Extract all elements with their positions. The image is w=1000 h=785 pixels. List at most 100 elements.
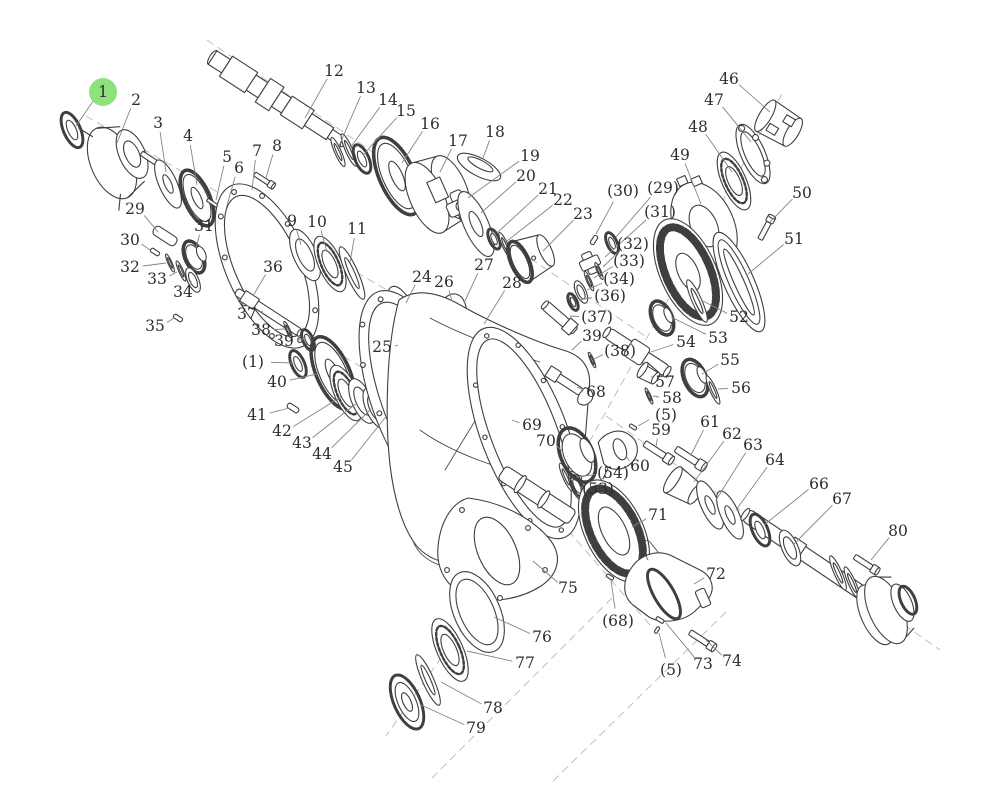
leader-line xyxy=(602,251,620,268)
part-spiral-bevel-gear xyxy=(639,209,737,336)
leader-line xyxy=(747,244,784,275)
part-69-gasket xyxy=(444,313,605,553)
leader-line xyxy=(265,154,274,179)
part-p31-ujoint xyxy=(576,249,603,277)
part-label-25: 25 xyxy=(372,338,392,356)
part-15-spline-ring xyxy=(348,140,376,178)
leader-line xyxy=(293,396,342,427)
part-76-cap xyxy=(438,563,515,660)
part-label-14: 14 xyxy=(378,91,398,109)
part-label-7: 7 xyxy=(252,142,262,160)
highlight-circle xyxy=(89,78,117,106)
part-label-5: 5 xyxy=(222,148,232,166)
leader-line xyxy=(493,616,531,634)
part-label-56: 56 xyxy=(731,379,751,397)
part-label-34: (34) xyxy=(603,270,635,288)
part-74-bolt xyxy=(686,627,719,653)
part-20-disc xyxy=(449,186,503,262)
part-79-spline-disc xyxy=(383,670,430,734)
part-label-47: 47 xyxy=(704,91,724,109)
leader-line xyxy=(215,165,225,201)
leader-line xyxy=(652,395,660,398)
part-label-52: 52 xyxy=(729,308,749,326)
leader-line xyxy=(705,639,723,656)
part-label-24: 24 xyxy=(412,268,432,286)
part-label-44: 44 xyxy=(312,445,332,463)
part-35-pin xyxy=(172,313,184,323)
part-label-35: 35 xyxy=(145,317,165,335)
part-label-57: 57 xyxy=(655,373,675,391)
leader-line xyxy=(401,131,423,164)
part-47-lug-ring xyxy=(729,120,777,188)
part-label-74: 74 xyxy=(722,652,742,670)
leader-line xyxy=(693,577,705,585)
leader-line xyxy=(717,387,729,390)
leader-line xyxy=(463,272,479,304)
part-label-32: (32) xyxy=(617,235,649,253)
leader-line xyxy=(542,219,574,252)
part-label-21: 21 xyxy=(538,180,558,198)
part-18-disc xyxy=(454,148,505,186)
part-label-28: 28 xyxy=(502,274,522,292)
leader-line xyxy=(439,148,452,173)
leader-line xyxy=(650,375,654,379)
part-label-39: 39 xyxy=(582,327,602,345)
part-label-64: 64 xyxy=(765,451,785,469)
leader-line xyxy=(578,297,593,301)
leader-line xyxy=(331,408,372,449)
leader-line xyxy=(586,282,603,291)
part-46-drum xyxy=(751,97,807,151)
part-label-3: 3 xyxy=(153,114,163,132)
part-pinion-stem xyxy=(496,464,577,527)
leader-line xyxy=(189,144,198,186)
leader-line xyxy=(702,300,728,314)
leader-line xyxy=(571,340,582,351)
part-label-4: 4 xyxy=(183,127,193,145)
leader-line xyxy=(349,237,355,263)
part-label-43: 43 xyxy=(292,434,312,452)
part-label-63: 63 xyxy=(743,436,763,454)
leader-line xyxy=(448,290,453,302)
part-66-spline-ring xyxy=(744,509,776,551)
part-60-bracket xyxy=(589,426,644,479)
part-label-54: (54) xyxy=(597,464,629,482)
leader-line xyxy=(722,106,752,143)
leader-line xyxy=(556,445,564,453)
leader-line xyxy=(670,316,707,335)
leader-line xyxy=(792,504,833,546)
part-label-48: 48 xyxy=(688,118,708,136)
part-label-29: (29) xyxy=(647,179,679,197)
part-label-2: 2 xyxy=(131,91,141,109)
leader-line xyxy=(141,243,151,251)
leader-line xyxy=(604,219,647,258)
part-label-6: 6 xyxy=(234,159,244,177)
leader-line xyxy=(320,230,328,253)
leader-line xyxy=(769,198,793,223)
part-p38-washer xyxy=(586,351,598,369)
leader-line xyxy=(142,262,167,267)
leader-line xyxy=(312,402,358,438)
leader-line xyxy=(705,134,733,173)
leader-line xyxy=(259,310,264,313)
part-label-72: 72 xyxy=(706,565,726,583)
leader-line xyxy=(735,466,768,511)
part-label-37: (37) xyxy=(581,308,613,326)
leader-line xyxy=(763,489,809,526)
leader-line xyxy=(715,452,747,501)
part-label-23: 23 xyxy=(573,205,593,223)
leader-line xyxy=(665,622,695,658)
part-2-flange xyxy=(75,108,163,214)
part-label-8: 8 xyxy=(272,137,282,155)
part-p5b-screw xyxy=(653,625,661,635)
part-80-bolt xyxy=(851,552,882,577)
leader-line xyxy=(289,373,318,381)
leader-line xyxy=(569,315,580,317)
part-label-17: 17 xyxy=(448,132,468,150)
leader-line xyxy=(169,271,178,277)
leader-line xyxy=(870,537,890,561)
part-label-33: (33) xyxy=(613,252,645,270)
leader-line xyxy=(658,632,666,659)
part-label-34: 34 xyxy=(173,283,193,301)
part-31-bevel-gear xyxy=(179,237,212,277)
